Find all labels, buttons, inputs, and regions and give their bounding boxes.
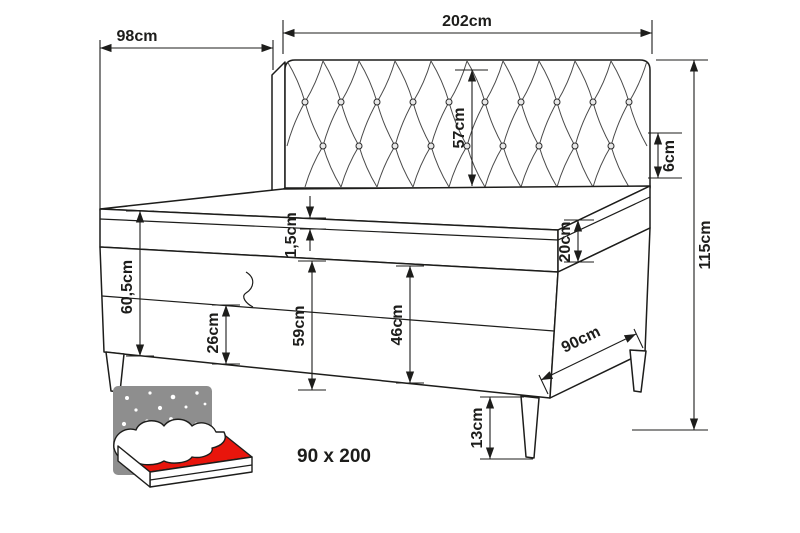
- topper-seam: [99, 196, 651, 241]
- headboard-tufting-pattern: [286, 60, 648, 188]
- base-front-face: [99, 246, 559, 399]
- dimension-leg-height: 13cm: [469, 396, 533, 460]
- dimension-headboard-height: 57cm: [451, 69, 488, 186]
- dimension-left-side-height: 60,5cm: [119, 210, 154, 357]
- drawer-seam: [101, 295, 555, 332]
- bed-size-label: 90 x 200: [297, 446, 371, 467]
- dimension-base-height: 46cm: [389, 265, 424, 384]
- dimension-total-height: 115cm: [632, 59, 714, 431]
- leg-front-right: [520, 395, 540, 459]
- dimension-mattress-height: 20cm: [557, 219, 594, 263]
- mini-bed-base-seam: [149, 464, 253, 481]
- dim-label-base-height: 46cm: [389, 305, 406, 346]
- mini-bed-duvet: [113, 418, 226, 466]
- dimension-total-width: 202cm: [282, 13, 653, 54]
- mini-bed-icon: [113, 418, 253, 488]
- dim-label-total-height: 115cm: [697, 221, 714, 270]
- dimension-headboard-bottom-gap: 6cm: [648, 132, 682, 179]
- bed-size-badge: 90 x 200: [113, 386, 371, 488]
- leg-back-right: [629, 349, 647, 393]
- headboard-front-panel: [284, 59, 651, 189]
- dim-label-left-side-height: 60,5cm: [119, 260, 136, 314]
- bed-drawing: [99, 59, 651, 459]
- dimension-drawer-front-height: 26cm: [205, 304, 240, 365]
- dimension-topper-height: 1,5cm: [283, 196, 326, 258]
- dim-label-leg-height: 13cm: [469, 408, 486, 449]
- dimension-total-depth: 98cm: [99, 28, 274, 211]
- dim-label-total-width: 202cm: [442, 13, 492, 30]
- drawer-handle: [243, 271, 254, 308]
- dim-label-headboard-bottom-gap: 6cm: [661, 140, 678, 172]
- dim-label-mattress-height: 20cm: [557, 222, 574, 263]
- dim-label-headboard-height: 57cm: [451, 108, 468, 149]
- headboard-side-panel: [271, 61, 286, 199]
- dim-label-topper-height: 1,5cm: [283, 212, 300, 257]
- dimension-front-panel-height: 59cm: [291, 260, 326, 391]
- headboard: [271, 59, 651, 199]
- mini-bed-left-face: [117, 445, 151, 488]
- dim-label-total-depth: 98cm: [117, 28, 158, 45]
- dim-label-front-panel-height: 59cm: [291, 306, 308, 347]
- dim-label-drawer-front-height: 26cm: [205, 313, 222, 354]
